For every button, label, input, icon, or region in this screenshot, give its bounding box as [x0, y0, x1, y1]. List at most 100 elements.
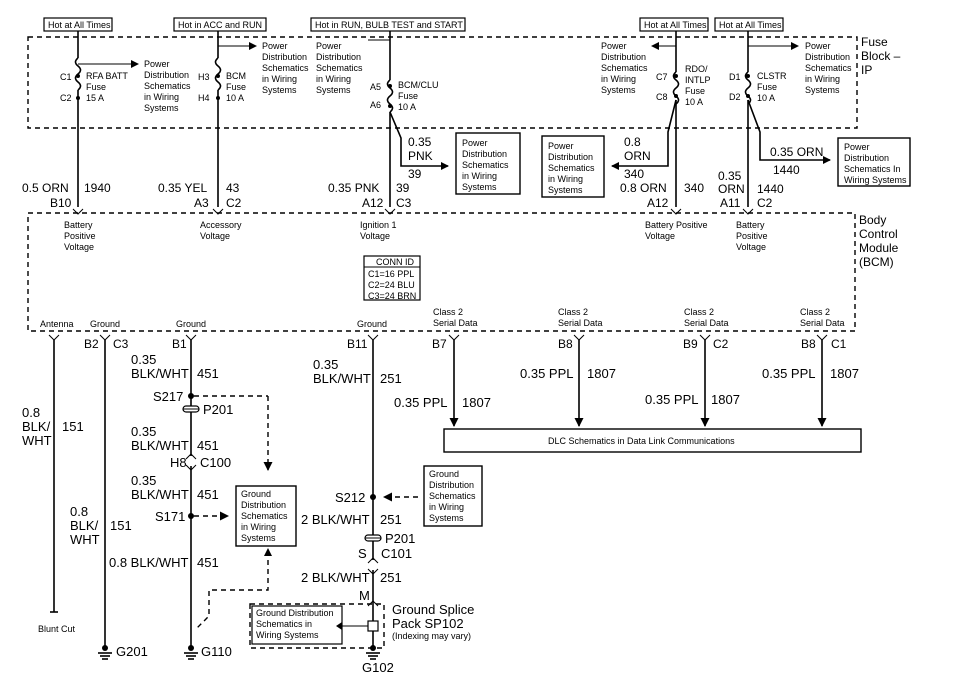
- svg-text:in Wiring: in Wiring: [601, 74, 636, 84]
- svg-text:Distribution: Distribution: [429, 480, 474, 490]
- svg-text:Power: Power: [601, 41, 627, 51]
- svg-text:151: 151: [62, 419, 84, 434]
- svg-text:Systems: Systems: [316, 85, 351, 95]
- svg-text:Systems: Systems: [262, 85, 297, 95]
- ground-g102: G102: [362, 645, 394, 674]
- svg-text:Schematics: Schematics: [601, 63, 648, 73]
- bcm-input-battery-3: Battery Positive Voltage: [736, 220, 768, 252]
- hot-label-acc-run: Hot in ACC and RUN: [173, 17, 267, 58]
- bcm-input-battery-2: Battery Positive Voltage: [645, 220, 708, 241]
- svg-text:BLK/: BLK/: [70, 518, 99, 533]
- svg-text:Distribution: Distribution: [241, 500, 286, 510]
- power-dist-ref-clstr: Power Distribution Schematics in Wiring …: [748, 41, 852, 95]
- svg-text:in Wiring: in Wiring: [462, 171, 497, 181]
- svg-text:C2=24 BLU: C2=24 BLU: [368, 280, 415, 290]
- bcm-title-3: Module: [859, 241, 899, 255]
- svg-text:A3: A3: [194, 196, 209, 210]
- fuse-bcm-clu: A5 A6 BCM/CLU Fuse 10 A: [370, 79, 439, 113]
- svg-text:151: 151: [110, 518, 132, 533]
- svg-text:C8: C8: [656, 92, 668, 102]
- svg-text:0.8 ORN: 0.8 ORN: [620, 181, 667, 195]
- svg-text:M: M: [359, 588, 370, 603]
- svg-text:C3: C3: [113, 337, 129, 351]
- svg-text:Class 2: Class 2: [800, 307, 830, 317]
- svg-text:0.35: 0.35: [131, 352, 156, 367]
- fuse-bcm: H3 H4 BCM Fuse 10 A: [198, 57, 246, 103]
- svg-text:in Wiring: in Wiring: [144, 92, 179, 102]
- hot-label-rfa: Hot at All Times: [43, 17, 113, 58]
- svg-text:B9: B9: [683, 337, 698, 351]
- svg-text:C7: C7: [656, 72, 668, 82]
- svg-text:Schematics in: Schematics in: [256, 619, 312, 629]
- svg-text:Power: Power: [548, 141, 574, 151]
- svg-text:RDO/: RDO/: [685, 64, 708, 74]
- wire-251: 0.35 BLK/WHT 251 2 BLK/WHT 251 2 BLK/WHT…: [301, 340, 402, 648]
- svg-text:Hot at All Times: Hot at All Times: [644, 20, 707, 30]
- svg-text:in Wiring: in Wiring: [316, 74, 351, 84]
- svg-text:2 BLK/WHT: 2 BLK/WHT: [301, 570, 370, 585]
- connector-c101: S C101: [358, 546, 412, 561]
- svg-text:451: 451: [197, 366, 219, 381]
- svg-text:B11: B11: [347, 337, 368, 351]
- svg-text:1440: 1440: [773, 163, 800, 177]
- svg-text:Schematics: Schematics: [805, 63, 852, 73]
- svg-text:G201: G201: [116, 644, 148, 659]
- svg-text:Power: Power: [144, 59, 170, 69]
- power-dist-ref-clu: Power Distribution Schematics in Wiring …: [316, 39, 390, 95]
- svg-text:Schematics In: Schematics In: [844, 164, 901, 174]
- svg-text:10 A: 10 A: [398, 102, 416, 112]
- fuse-block-outline: [27, 36, 858, 129]
- svg-text:A5: A5: [370, 82, 381, 92]
- svg-text:A12: A12: [362, 196, 384, 210]
- svg-text:1807: 1807: [462, 395, 491, 410]
- svg-text:D2: D2: [729, 92, 741, 102]
- ground-dist-box-1: Ground Distribution Schematics in Wiring…: [235, 485, 297, 547]
- bcm-title-2: Control: [859, 227, 898, 241]
- svg-text:Positive: Positive: [64, 231, 96, 241]
- ground-g201: G201: [98, 644, 148, 660]
- svg-text:Distribution: Distribution: [805, 52, 850, 62]
- svg-text:0.8: 0.8: [70, 504, 88, 519]
- svg-text:BLK/WHT: BLK/WHT: [131, 438, 189, 453]
- svg-text:Schematics: Schematics: [548, 163, 595, 173]
- hot-label-rdo: Hot at All Times: [639, 17, 709, 72]
- svg-text:S212: S212: [335, 490, 365, 505]
- svg-text:451: 451: [197, 487, 219, 502]
- svg-text:A12: A12: [647, 196, 669, 210]
- bcm-input-accessory: Accessory Voltage: [200, 220, 242, 241]
- svg-text:PNK: PNK: [408, 149, 433, 163]
- svg-text:Schematics: Schematics: [429, 491, 476, 501]
- svg-text:Blunt Cut: Blunt Cut: [38, 624, 76, 634]
- lower-pin-labels: B2 C3 B1 B11 B7 B8 B9 C2 B8 C1: [84, 337, 847, 351]
- svg-text:Schematics: Schematics: [241, 511, 288, 521]
- svg-text:0.35: 0.35: [131, 473, 156, 488]
- svg-text:S171: S171: [155, 509, 185, 524]
- svg-text:Serial Data: Serial Data: [558, 318, 603, 328]
- svg-text:Power: Power: [805, 41, 831, 51]
- svg-text:1807: 1807: [711, 392, 740, 407]
- power-dist-ref-bcm: Power Distribution Schematics in Wiring …: [218, 41, 309, 95]
- wire-1940: 0.5 ORN 1940 B10: [22, 98, 111, 210]
- svg-text:1807: 1807: [587, 366, 616, 381]
- svg-text:RFA BATT: RFA BATT: [86, 71, 128, 81]
- wire-39: 0.35 PNK 39 A12 C3 0.35 PNK 39: [328, 111, 449, 210]
- svg-text:Serial Data: Serial Data: [433, 318, 478, 328]
- svg-text:0.35 PNK: 0.35 PNK: [328, 181, 379, 195]
- conn-id-box: CONN ID C1=16 PPL C2=24 BLU C3=24 BRN: [363, 255, 421, 301]
- svg-text:Antenna: Antenna: [40, 319, 74, 329]
- svg-text:10 A: 10 A: [685, 97, 703, 107]
- svg-text:0.35: 0.35: [718, 169, 742, 183]
- svg-text:15 A: 15 A: [86, 93, 104, 103]
- dlc-schematics-box: DLC Schematics in Data Link Communicatio…: [443, 428, 862, 453]
- splice-pack-p201-b: P201: [364, 531, 415, 546]
- svg-text:Distribution: Distribution: [144, 70, 189, 80]
- svg-text:Ignition 1: Ignition 1: [360, 220, 397, 230]
- fuse-rfa-batt: C1 C2 RFA BATT Fuse 15 A: [60, 57, 128, 103]
- splice-s217: S217: [153, 389, 273, 471]
- svg-text:Voltage: Voltage: [200, 231, 230, 241]
- svg-text:0.35 ORN: 0.35 ORN: [770, 145, 823, 159]
- power-dist-box-39: Power Distribution Schematics in Wiring …: [455, 132, 521, 195]
- fuse-clstr: D1 D2 CLSTR Fuse 10 A: [729, 71, 787, 105]
- svg-text:Distribution: Distribution: [548, 152, 593, 162]
